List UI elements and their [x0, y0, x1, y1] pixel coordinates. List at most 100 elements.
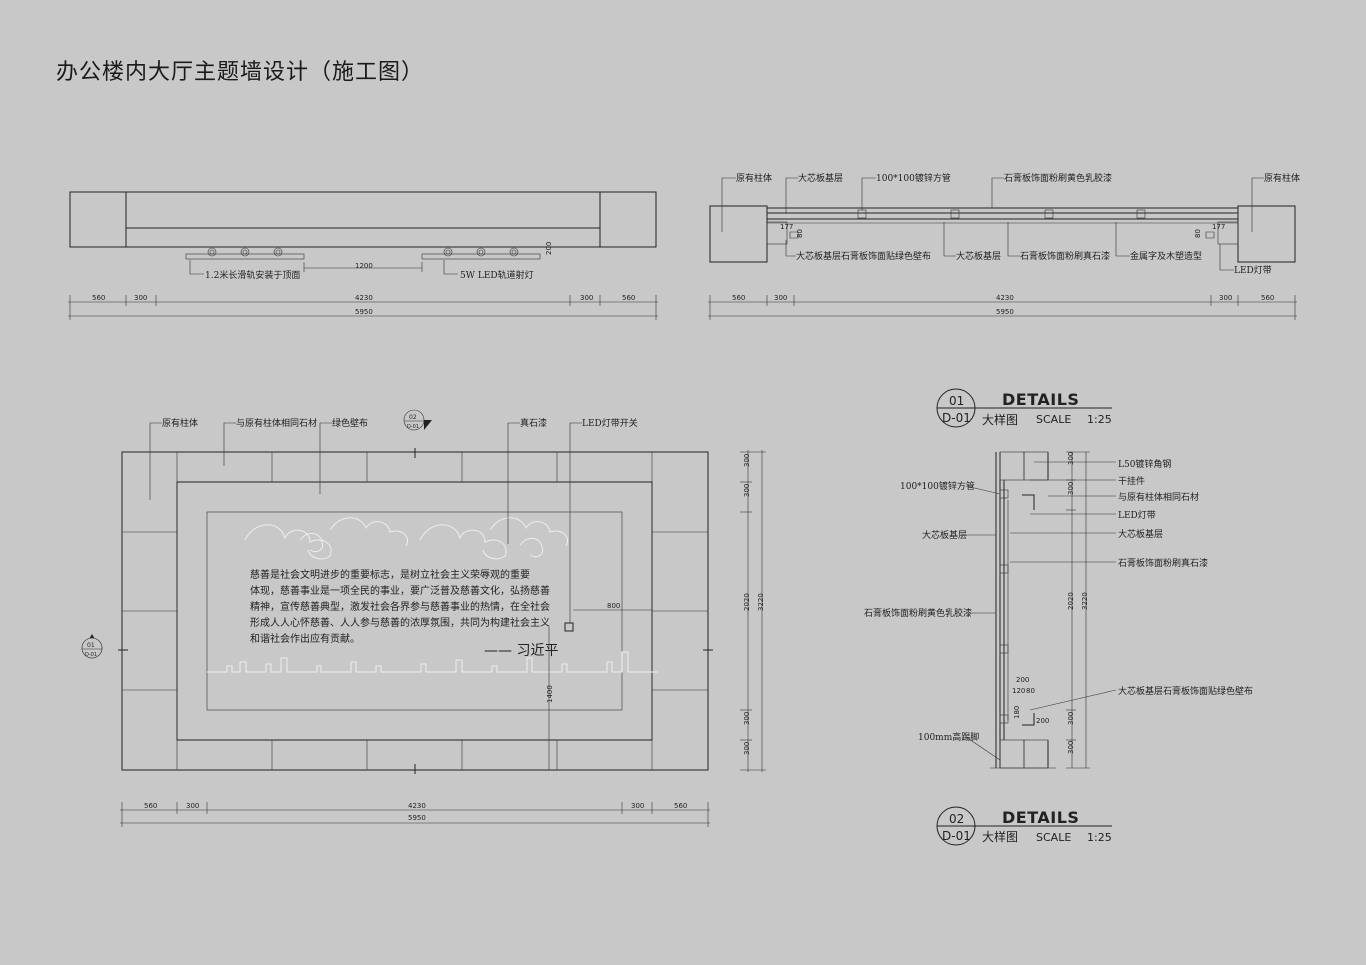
detail1-scale-label: SCALE [1036, 413, 1071, 426]
ddim-3: 2020 [1067, 592, 1075, 610]
dim-4230: 4230 [355, 294, 373, 302]
label-led-strip: LED灯带 [1234, 265, 1272, 276]
switch-height-dim: 1400 [546, 685, 554, 703]
dim-300-c: 300 [774, 294, 787, 302]
elevation: 慈善是社会文明进步的重要标志，是树立社会主义荣辱观的重要 体现，慈善事业是一项全… [81, 409, 766, 827]
elev-label-switch: LED灯带开关 [582, 417, 638, 429]
detail1-heading: DETAILS [1002, 390, 1079, 409]
detail2-scale: 1:25 [1087, 831, 1112, 844]
dlabel-plywood-left: 大芯板基层 [922, 529, 967, 541]
dim-300-a: 300 [134, 294, 147, 302]
led-switch [564, 622, 574, 632]
detail-header-1: 01 D-01 DETAILS 大样图 SCALE 1:25 [936, 388, 1112, 428]
svg-text:80: 80 [1194, 229, 1202, 238]
track-label: 1.2米长滑轨安装于顶面 [205, 269, 300, 281]
svg-text:200: 200 [545, 242, 553, 255]
edim-total: 5950 [408, 814, 426, 822]
label-metal-letters: 金属字及木塑造型 [1130, 250, 1202, 262]
label-column-left: 原有柱体 [736, 172, 772, 184]
label-stone-paint: 石膏板饰面粉刷真石漆 [1020, 250, 1110, 262]
dlabel-led: LED灯带 [1118, 510, 1156, 521]
spotlight-icons [207, 247, 519, 257]
detail2-sub: 大样图 [982, 829, 1018, 844]
switch-offset-dim: 800 [607, 602, 620, 610]
dim-total: 5950 [355, 308, 373, 316]
dim-4230-b: 4230 [996, 294, 1014, 302]
label-plywood: 大芯板基层 [798, 172, 843, 184]
detail1-scale: 1:25 [1087, 413, 1112, 426]
dlabel-hanger: 干挂件 [1118, 475, 1145, 487]
rdim-total: 3220 [757, 593, 765, 611]
cloud-pattern [244, 517, 568, 560]
dlabel-stone-paint: 石膏板饰面粉刷真石漆 [1118, 557, 1208, 569]
dim-560-a: 560 [92, 294, 105, 302]
detail2-heading: DETAILS [1002, 808, 1079, 827]
edim-300-a: 300 [186, 802, 199, 810]
plan-section: 177 177 80 80 原有柱体 大芯板基层 100*100镀锌方管 石膏板… [708, 172, 1300, 320]
label-steel-tube: 100*100镀锌方管 [876, 172, 951, 184]
marker-left-sheet: D-01 [85, 652, 97, 658]
dlabel-stone: 与原有柱体相同石材 [1118, 491, 1199, 503]
spotlight-label: 5W LED轨道射灯 [460, 269, 534, 281]
dlabel-skirting: 100mm高踢脚 [918, 731, 979, 743]
dim-300-d: 300 [1219, 294, 1232, 302]
edim-560-b: 560 [674, 802, 687, 810]
drawing-title: 办公楼内大厅主题墙设计（施工图） [56, 60, 425, 85]
edim-560-a: 560 [144, 802, 157, 810]
label-yellow-paint: 石膏板饰面粉刷黄色乳胶漆 [1004, 172, 1112, 184]
detail1-sub: 大样图 [982, 412, 1018, 427]
section-marker-left: 01 D-01 [81, 634, 103, 659]
detail1-sheet: D-01 [942, 411, 971, 425]
ddim-4: 300 [1067, 712, 1075, 725]
detail2-num: 02 [949, 812, 964, 826]
sdim-2: 120 [1012, 687, 1025, 695]
marker-top-sheet: D-01 [407, 424, 419, 430]
sdim-4: 180 [1013, 706, 1021, 719]
rdim-2: 300 [743, 484, 751, 497]
quote-line: 精神，宣传慈善典型，激发社会各界参与慈善事业的热情，在全社会 [250, 600, 550, 613]
elev-label-stone: 与原有柱体相同石材 [236, 417, 317, 429]
quote-line: 体现，慈善事业是一项全民的事业，要广泛普及慈善文化，弘扬慈善 [250, 584, 550, 597]
quote-line: 形成人人心怀慈善、人人参与慈善的浓厚氛围，共同为构建社会主义 [250, 616, 550, 629]
detail-header-2: 02 D-01 DETAILS 大样图 SCALE 1:25 [936, 806, 1112, 846]
dim-300-b: 300 [580, 294, 593, 302]
svg-text:177: 177 [780, 223, 793, 231]
edim-300-b: 300 [631, 802, 644, 810]
elev-label-green: 绿色壁布 [332, 417, 368, 429]
marker-top-num: 02 [409, 414, 417, 421]
sdim-3: 80 [1026, 687, 1035, 695]
quote-signature: —— 习近平 [484, 643, 558, 659]
quote-block: 慈善是社会文明进步的重要标志，是树立社会主义荣辱观的重要 体现，慈善事业是一项全… [250, 568, 558, 659]
quote-line: 慈善是社会文明进步的重要标志，是树立社会主义荣辱观的重要 [250, 568, 530, 581]
ddim-5: 300 [1067, 741, 1075, 754]
detail2-scale-label: SCALE [1036, 831, 1071, 844]
edim-4230: 4230 [408, 802, 426, 810]
rdim-1: 300 [743, 454, 751, 467]
great-wall-silhouette [207, 651, 658, 673]
marker-left-num: 01 [87, 642, 95, 649]
dim-total-b: 5950 [996, 308, 1014, 316]
dim-560-c: 560 [732, 294, 745, 302]
label-column-right: 原有柱体 [1264, 172, 1300, 184]
dlabel-green-cloth: 大芯板基层石膏板饰面贴绿色壁布 [1118, 685, 1253, 697]
dlabel-plywood: 大芯板基层 [1118, 528, 1163, 540]
label-green-cloth: 大芯板基层石膏板饰面贴绿色壁布 [796, 250, 931, 262]
svg-text:80: 80 [796, 229, 804, 238]
dlabel-angle: L50镀锌角钢 [1118, 458, 1171, 470]
sdim-1: 200 [1016, 676, 1029, 684]
plan-top: 1200 1.2米长滑轨安装于顶面 5W LED轨道射灯 200 560 300… [68, 191, 658, 320]
ddim-1: 300 [1067, 452, 1075, 465]
label-plywood-2: 大芯板基层 [956, 250, 1001, 262]
detail-section: 300 300 2020 300 300 3220 200 120 80 180… [864, 452, 1253, 769]
rdim-3: 2020 [743, 593, 751, 611]
quote-line: 和谐社会作出应有贡献。 [250, 632, 360, 645]
sdim-5: 200 [1036, 717, 1049, 725]
detail1-num: 01 [949, 394, 964, 408]
rdim-5: 300 [743, 742, 751, 755]
detail2-sheet: D-01 [942, 829, 971, 843]
svg-text:177: 177 [1212, 223, 1225, 231]
elev-label-stone-paint: 真石漆 [520, 417, 547, 429]
dlabel-yellow-paint: 石膏板饰面粉刷黄色乳胶漆 [864, 607, 972, 619]
dlabel-tube: 100*100镀锌方管 [900, 480, 975, 492]
